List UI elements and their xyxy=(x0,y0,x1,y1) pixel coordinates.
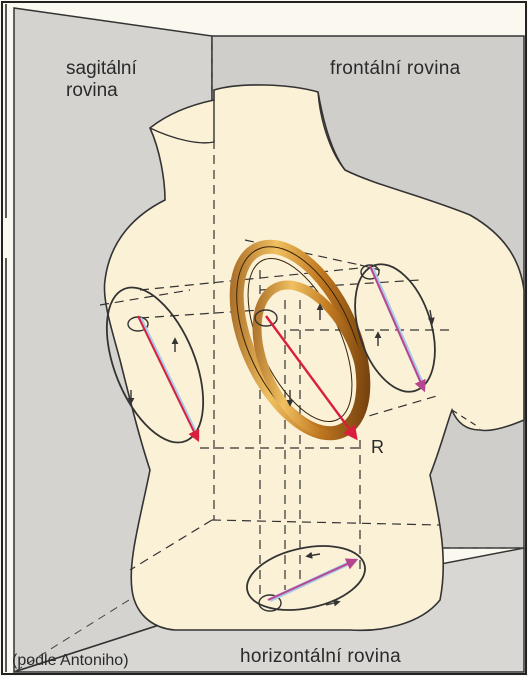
sagittal-plane-label: sagitální rovina xyxy=(66,58,137,102)
source-credit: (podle Antoniho) xyxy=(12,650,129,672)
point-r-label: R xyxy=(371,436,384,458)
frontal-plane-label: frontální rovina xyxy=(330,58,460,80)
horizontal-plane-label: horizontální rovina xyxy=(240,646,401,668)
